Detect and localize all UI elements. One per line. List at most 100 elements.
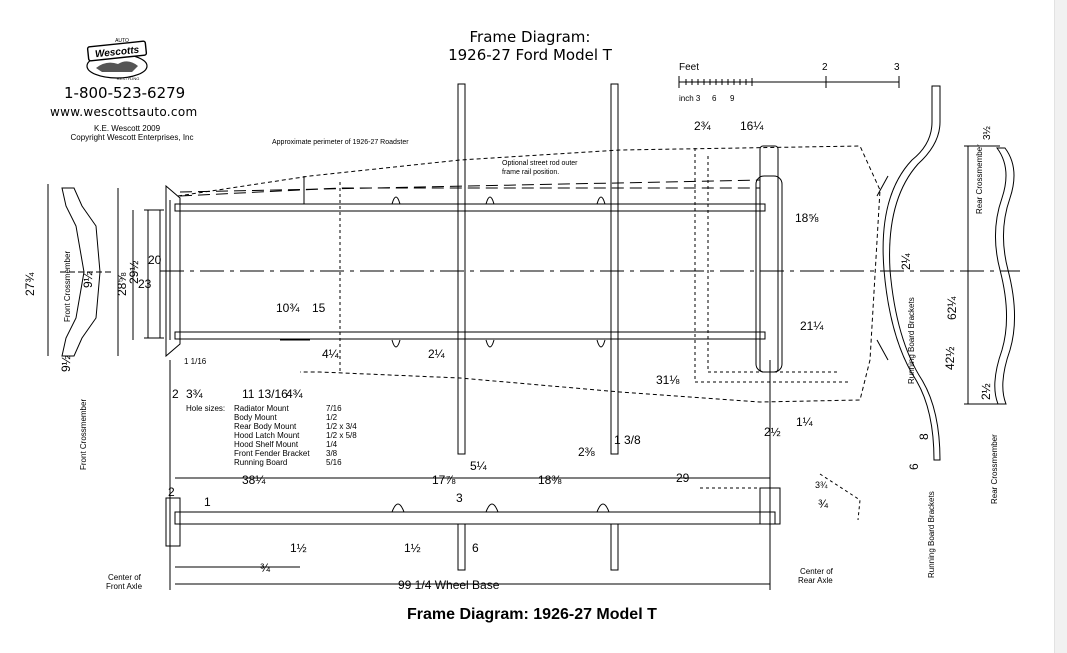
svg-text:15: 15 [312,301,326,315]
phone-number: 1-800-523-6279 [64,84,186,102]
svg-text:RESTYLING: RESTYLING [117,76,140,81]
svg-text:3: 3 [894,62,900,73]
title-line-2: 1926-27 Ford Model T [448,46,612,64]
svg-text:38¼: 38¼ [242,473,266,487]
svg-text:Optional street rod outer: Optional street rod outer [502,160,578,167]
svg-text:5¼: 5¼ [470,459,488,473]
hole-row-name: Running Board [234,458,288,467]
svg-text:2: 2 [172,387,179,401]
svg-text:18⅝: 18⅝ [795,211,819,225]
svg-text:11 13/16: 11 13/16 [242,387,288,401]
svg-text:Feet: Feet [679,62,699,73]
svg-text:9: 9 [730,94,735,103]
svg-text:¾: ¾ [818,497,829,511]
hole-sizes-heading: Hole sizes: [186,404,226,413]
author-note: K.E. Wescott 2009 Copyright Wescott Ente… [70,124,194,142]
hole-sizes-table: Hole sizes: Radiator Mount 7/16 Body Mou… [186,404,366,467]
svg-text:Running Board Brackets: Running Board Brackets [907,297,916,384]
svg-text:10¾: 10¾ [276,301,300,315]
svg-text:9½: 9½ [59,355,73,372]
svg-text:6: 6 [907,463,921,470]
svg-text:Center of: Center of [800,567,834,576]
frame-top-view [160,83,1020,455]
svg-text:3¾: 3¾ [186,387,204,401]
svg-text:inch 3: inch 3 [679,94,701,103]
scale-ruler [678,76,900,88]
hole-row-size: 1/4 [326,440,338,449]
svg-text:2: 2 [822,62,828,73]
svg-text:Front Axle: Front Axle [106,582,143,591]
vertical-scrollbar[interactable] [1054,0,1067,653]
title-line-1: Frame Diagram: [469,28,591,46]
running-board-bracket-drawing [876,85,941,461]
hole-row-name: Hood Latch Mount [234,431,300,440]
svg-text:frame rail position.: frame rail position. [502,169,559,176]
website: www.wescottsauto.com [50,105,198,119]
svg-text:AUTO: AUTO [115,38,129,44]
svg-text:1¼: 1¼ [796,415,814,429]
figure-caption: Frame Diagram: 1926-27 Model T [407,606,657,623]
hole-row-size: 1/2 [326,413,338,422]
svg-text:Rear Axle: Rear Axle [798,576,833,585]
svg-text:29: 29 [676,471,690,485]
svg-text:2¼: 2¼ [428,347,446,361]
svg-text:2½: 2½ [764,425,781,439]
svg-text:6: 6 [472,541,479,555]
hole-row-name: Radiator Mount [234,404,289,413]
diagram-title: Frame Diagram: 1926-27 Ford Model T [420,28,640,64]
hole-row-size: 7/16 [326,404,342,413]
svg-text:27¾: 27¾ [23,272,37,296]
svg-text:3¾: 3¾ [815,480,828,490]
svg-text:21¼: 21¼ [800,319,824,333]
svg-text:29½: 29½ [127,261,141,284]
svg-text:Approximate perimeter of 1926-: Approximate perimeter of 1926-27 Roadste… [272,139,409,146]
svg-text:2: 2 [168,485,175,499]
svg-text:62¼: 62¼ [945,296,959,320]
hole-row-size: 1/2 x 5/8 [326,431,357,440]
svg-text:1 1/16: 1 1/16 [184,357,207,366]
svg-text:Front Crossmember: Front Crossmember [63,251,72,322]
rear-crossmember-drawing [964,145,1015,405]
svg-text:1 3/8: 1 3/8 [614,433,641,447]
svg-text:1: 1 [204,495,211,509]
frame-side-view [165,360,861,590]
svg-text:6: 6 [712,94,717,103]
svg-text:Wescotts: Wescotts [95,45,141,61]
svg-text:2½: 2½ [979,383,993,400]
svg-text:Running Board Brackets: Running Board Brackets [927,491,936,578]
svg-text:Rear Crossmember: Rear Crossmember [975,144,984,214]
svg-text:2⅜: 2⅜ [578,445,596,459]
hole-row-size: 3/8 [326,449,338,458]
svg-text:9½: 9½ [81,271,95,288]
wescotts-logo: Wescotts AUTO RESTYLING [82,36,152,82]
svg-text:1½: 1½ [290,541,307,555]
svg-text:2¼: 2¼ [899,252,913,270]
svg-text:4¾: 4¾ [286,387,304,401]
svg-text:4¼: 4¼ [322,347,340,361]
hole-row-name: Front Fender Bracket [234,449,310,458]
hole-row-name: Rear Body Mount [234,422,297,431]
svg-text:18⅜: 18⅜ [538,473,562,487]
svg-text:28⅝: 28⅝ [115,272,129,296]
hole-row-size: 5/16 [326,458,342,467]
svg-text:Center of: Center of [108,573,142,582]
svg-text:Rear Crossmember: Rear Crossmember [990,434,999,504]
svg-text:2¾: 2¾ [694,119,712,133]
svg-text:Front Crossmember: Front Crossmember [79,399,88,470]
svg-text:3½: 3½ [982,125,993,140]
svg-text:¾: ¾ [260,561,271,575]
svg-text:99 1/4 Wheel Base: 99 1/4 Wheel Base [398,578,500,592]
front-crossmember-drawing [47,184,134,357]
svg-text:31⅛: 31⅛ [656,373,680,387]
svg-text:1½: 1½ [404,541,421,555]
svg-text:42½: 42½ [943,347,957,370]
svg-text:20: 20 [148,253,162,267]
svg-text:3: 3 [456,491,463,505]
svg-text:17⅞: 17⅞ [432,473,456,487]
svg-text:23: 23 [138,277,152,291]
svg-text:16¼: 16¼ [740,119,764,133]
hole-row-name: Body Mount [234,413,277,422]
hole-row-size: 1/2 x 3/4 [326,422,357,431]
svg-text:8: 8 [917,433,931,440]
